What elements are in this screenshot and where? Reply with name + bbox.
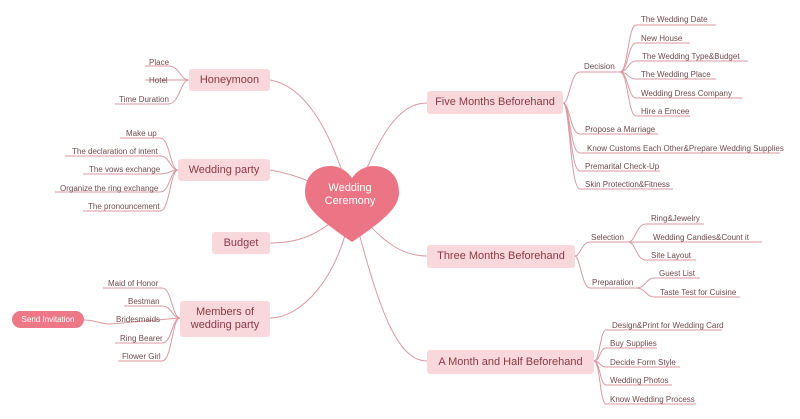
leaf-ring-bearer[interactable]: Ring Bearer [120,334,163,343]
leaf-ring-jewelry[interactable]: Ring&Jewelry [651,214,700,223]
leaf-pronouncement[interactable]: The pronouncement [88,202,160,211]
link-ring-jewelry [627,223,704,243]
branch-members[interactable]: Members of wedding party [180,301,270,337]
leaf-wedding-photos[interactable]: Wedding Photos [610,376,669,385]
leaf-wedding-place[interactable]: The Wedding Place [641,70,711,79]
center-topic[interactable]: Wedding Ceremony [305,182,395,208]
leaf-dress-company[interactable]: Wedding Dress Company [641,89,733,98]
leaf-vows[interactable]: The vows exchange [89,165,161,174]
leaf-customs[interactable]: Know Customs Each Other&Prepare Wedding … [587,144,784,153]
branch-month-half-label: A Month and Half Beforehand [438,355,583,368]
link-process [593,360,696,405]
leaf-skin-protection[interactable]: Skin Protection&Fitness [585,180,670,189]
leaf-bridesmaids[interactable]: Bridesmaids [116,315,161,324]
branch-honeymoon[interactable]: Honeymoon [189,69,270,91]
leaf-maid-of-honor[interactable]: Maid of Honor [108,279,159,288]
leaf-premarital[interactable]: Premarital Check-Up [585,162,660,171]
link-emcee [619,71,690,117]
leaf-flower-girl[interactable]: Flower Girl [122,352,161,361]
leaf-buy-supplies[interactable]: Buy Supplies [610,339,657,348]
leaf-bestman[interactable]: Bestman [128,297,160,306]
leaf-wedding-candies[interactable]: Wedding Candies&Count it [653,233,749,242]
branch-three-months[interactable]: Three Months Beforehand [427,245,575,268]
branch-members-line1: Members of [195,306,255,318]
leaf-ring-exchange[interactable]: Organize the ring exchange [60,184,159,193]
leaf-hotel[interactable]: Hotel [149,76,168,85]
link-buy [593,347,657,362]
leaf-make-up[interactable]: Make up [126,129,157,138]
link-selection [574,241,628,257]
leaf-wedding-type-budget[interactable]: The Wedding Type&Budget [642,52,740,61]
link-preparation [574,255,636,289]
branch-wedding-party-label: Wedding party [188,163,260,176]
center-heart-shape [305,166,399,242]
leaf-decide-form[interactable]: Decide Form Style [610,358,676,367]
leaf-propose[interactable]: Propose a Marriage [585,125,656,134]
link-bridesmaids [109,317,181,325]
link-maid [103,287,181,319]
link-design [593,329,722,362]
leaf-wedding-process[interactable]: Know Wedding Process [610,395,695,404]
link-send-invitation [83,319,111,325]
send-invitation-button[interactable]: Send Invitation [12,311,84,328]
link-time [115,79,190,105]
branch-five-months-label: Five Months Beforehand [435,96,555,108]
link-pronouncement [83,169,179,212]
leaf-design-print[interactable]: Design&Print for Wedding Card [612,321,724,330]
leaf-new-house[interactable]: New House [641,34,683,43]
leaf-wedding-date[interactable]: The Wedding Date [641,15,708,24]
link-declaration [65,155,179,171]
branch-five-months[interactable]: Five Months Beforehand [427,91,563,114]
leaf-time-duration[interactable]: Time Duration [119,95,169,104]
leaf-site-layout[interactable]: Site Layout [651,251,692,260]
link-new-house [619,42,690,73]
leaf-taste-test[interactable]: Taste Test for Cuisine [660,288,737,297]
leaf-hire-emcee[interactable]: Hire a Emcee [641,107,690,116]
branch-budget[interactable]: Budget [212,232,270,254]
link-flower-girl [118,317,181,362]
link-center-month-half [351,204,428,362]
link-site-layout [627,241,696,261]
link-place [145,65,190,81]
center-topic-line1: Wedding [328,182,372,194]
branch-members-line2: wedding party [190,319,260,331]
link-taste [635,287,740,298]
leaf-guest-list[interactable]: Guest List [659,269,696,278]
link-bestman [124,305,181,319]
branch-three-months-label: Three Months Beforehand [437,250,565,262]
leaf-place[interactable]: Place [149,58,170,67]
center-topic-line2: Ceremony [324,195,376,207]
subbranch-decision[interactable]: Decision [584,62,615,71]
send-invitation-label: Send Invitation [21,315,75,324]
leaf-declaration[interactable]: The declaration of intent [72,147,158,156]
subbranch-preparation[interactable]: Preparation [592,278,634,287]
link-makeup [120,137,179,171]
subbranch-selection[interactable]: Selection [591,233,624,242]
branch-month-half[interactable]: A Month and Half Beforehand [427,350,594,374]
branch-honeymoon-label: Honeymoon [199,73,260,86]
branch-wedding-party[interactable]: Wedding party [178,159,270,181]
link-skin [562,102,673,190]
link-wedding-date [619,24,716,73]
link-decision [562,71,620,104]
link-wedding-type [619,60,748,73]
link-guest-list [635,277,700,289]
branch-budget-label: Budget [223,236,259,249]
